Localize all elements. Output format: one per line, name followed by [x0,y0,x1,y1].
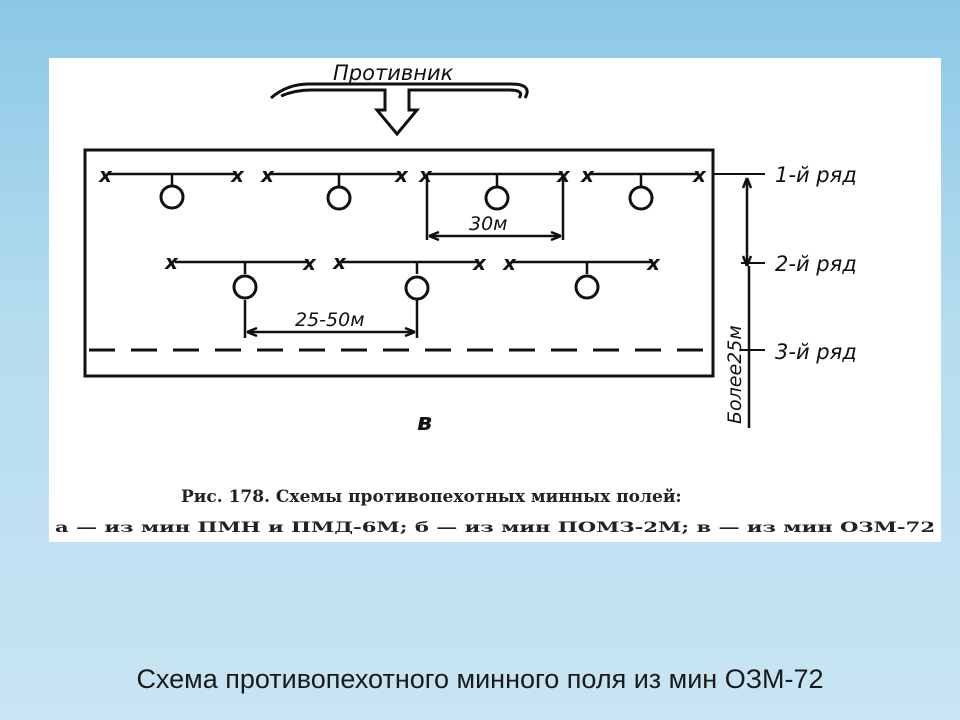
row-label-2: 2-й ряд [775,252,857,276]
row1-tripwire-marks: x x x x x x x x [98,163,707,187]
figure-caption-line1: Рис. 178. Схемы противопехотных минных п… [181,487,682,507]
row2-mines [232,274,600,301]
x-mark-icon: x [260,163,275,187]
x-mark-icon: x [418,163,433,187]
row-label-1: 1-й ряд [775,163,857,187]
figure-letter: в [417,408,432,436]
x-mark-icon: x [692,163,707,187]
mine-icon [232,274,258,300]
mine-icon [159,184,185,210]
minefield-boundary [83,148,715,378]
x-mark-icon: x [502,251,517,275]
row1-mines [159,184,654,211]
x-mark-icon: x [332,250,347,274]
dimension-depth [741,177,753,428]
row1-wires [107,172,699,186]
figure-caption-line2: а — из мин ПМН и ПМД-6М; б — из мин ПОМЗ… [55,520,935,536]
x-mark-icon: x [472,251,487,275]
mine-icon [404,275,430,301]
row-label-3: 3-й ряд [775,340,857,364]
dimension-25-50m [243,300,419,338]
x-mark-icon: x [98,163,113,187]
row2-tripwire-marks: x x x x x x [164,250,661,275]
mine-icon [628,185,654,211]
mine-icon [326,185,352,211]
enemy-label: Противник [333,61,454,85]
x-mark-icon: x [164,250,179,274]
x-mark-icon: x [230,163,245,187]
row2-wires [175,260,653,274]
depth-label: Более25м [724,325,746,424]
distance-label-row2: 25-50м [295,309,365,331]
distance-label-row1: 30м [469,213,508,235]
row-ticks [713,173,765,351]
x-mark-icon: x [556,163,571,187]
figure-panel: Противник x x x x x x x x [49,58,941,542]
x-mark-icon: x [646,251,661,275]
x-mark-icon: x [580,163,595,187]
mine-icon [574,274,600,300]
dimension-30m [425,176,565,242]
x-mark-icon: x [394,163,409,187]
x-mark-icon: x [302,251,317,275]
enemy-arrow-icon [270,82,529,137]
slide-caption: Схема противопехотного минного поля из м… [136,664,824,694]
minefield-diagram: Противник x x x x x x x x [55,61,935,536]
mine-icon [484,185,510,211]
